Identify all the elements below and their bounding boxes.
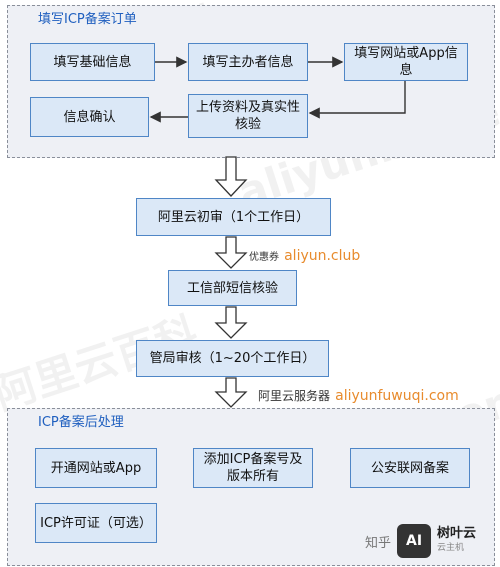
order-section-title: 填写ICP备案订单 [38, 12, 137, 27]
brand-name-group: 树叶云 云主机 [437, 527, 476, 555]
server-note: 阿里云服务器 aliyunfuwuqi.com [258, 385, 459, 404]
block-arrow-4 [214, 377, 248, 408]
arrow-website-to-upload [308, 81, 406, 119]
step-upload-verify: 上传资料及真实性核验 [188, 94, 308, 138]
server-site: aliyunfuwuqi.com [335, 388, 459, 404]
zhihu-brand: 知乎 AI 树叶云 云主机 [365, 524, 476, 558]
icp-license-optional: ICP许可证（可选） [35, 503, 157, 543]
block-arrow-3 [214, 306, 248, 339]
step-basic-info: 填写基础信息 [30, 43, 155, 81]
miit-sms-verification: 工信部短信核验 [168, 270, 297, 306]
post-filing-section-title: ICP备案后处理 [38, 415, 124, 430]
coupon-note: 优惠券 aliyun.club [249, 245, 360, 264]
block-arrow-1 [214, 156, 248, 197]
brand-name: 树叶云 [437, 526, 477, 541]
step-website-app-info: 填写网站或App信息 [344, 43, 468, 81]
block-arrow-2 [214, 236, 248, 269]
server-label: 阿里云服务器 [258, 389, 331, 403]
add-icp-number: 添加ICP备案号及版本所有 [193, 448, 313, 488]
police-filing: 公安联网备案 [350, 448, 470, 488]
zhihu-label: 知乎 [365, 535, 392, 551]
bureau-review: 管局审核（1~20个工作日） [136, 340, 329, 377]
step-confirm: 信息确认 [30, 97, 149, 137]
open-website-app: 开通网站或App [35, 448, 157, 488]
step-sponsor-info: 填写主办者信息 [188, 43, 308, 81]
logo-icon: AI [397, 524, 432, 558]
brand-subtitle: 云主机 [437, 543, 465, 553]
aliyun-initial-review: 阿里云初审（1个工作日） [136, 198, 331, 236]
coupon-label: 优惠券 [249, 252, 279, 263]
coupon-site: aliyun.club [284, 248, 361, 264]
